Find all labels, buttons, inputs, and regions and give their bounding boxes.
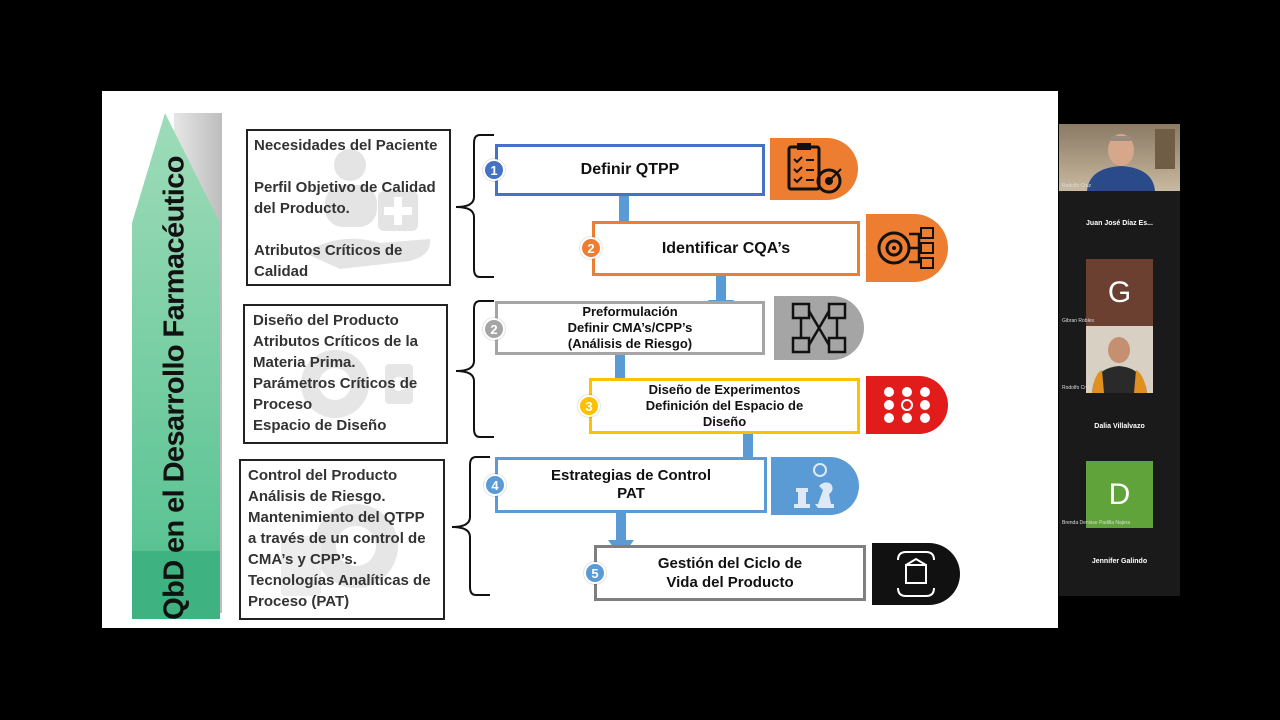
presentation-slide: QbD en el Desarrollo Farmacéutico Necesi… xyxy=(102,91,1058,628)
step-number-5: 4 xyxy=(484,474,506,496)
participant-video-tile[interactable]: Rodolfo Cruz xyxy=(1059,124,1180,191)
participant-label: Rodolfo Cruz xyxy=(1062,183,1092,189)
step-label: (Análisis de Riesgo) xyxy=(567,336,693,351)
step-label: Identificar CQA’s xyxy=(661,239,791,257)
icon-tab-4 xyxy=(866,376,948,434)
info-line: Control del Producto xyxy=(248,467,398,484)
step-number-2: 2 xyxy=(580,237,602,259)
info-line: Necesidades del Paciente xyxy=(254,137,438,154)
step-label: Estrategias de Control xyxy=(550,467,712,484)
step-label: Diseño de Experimentos xyxy=(648,382,801,397)
info-line: Tecnologías Analíticas de xyxy=(248,572,431,589)
step-1-box: Definir QTPP xyxy=(495,144,765,196)
participant-avatar: G xyxy=(1086,259,1153,326)
process-flow-icon xyxy=(791,302,847,354)
step-number-4: 3 xyxy=(578,395,600,417)
participant-label: Rodolfo Cruz xyxy=(1062,385,1092,391)
info-line: Calidad xyxy=(254,263,309,280)
icon-tab-2 xyxy=(866,214,948,282)
info-line: Perfil Objetivo de Calidad xyxy=(254,179,436,196)
step-label: Definición del Espacio de xyxy=(645,398,804,413)
banner-title: QbD en el Desarrollo Farmacéutico xyxy=(140,153,210,623)
chess-strategy-icon xyxy=(794,463,834,508)
participant-name: Dalia Villalvazo xyxy=(1094,423,1145,430)
participant-tile[interactable]: D Brenda Denisse Padilla Najera xyxy=(1059,461,1180,528)
step-3-box: Preformulación Definir CMA’s/CPP’s (Anál… xyxy=(495,301,765,355)
lifecycle-box-icon xyxy=(897,551,935,597)
step-5-box: Estrategias de Control PAT xyxy=(495,457,767,513)
participant-video-tile[interactable]: Rodolfo Cruz xyxy=(1059,326,1180,393)
participant-video xyxy=(1086,326,1153,393)
info-line: Análisis de Riesgo. xyxy=(248,488,386,505)
info-line: Atributos Críticos de la xyxy=(253,333,419,350)
banner-title-text: QbD en el Desarrollo Farmacéutico xyxy=(158,156,191,620)
participant-label: Brenda Denisse Padilla Najera xyxy=(1062,520,1131,526)
participant-tile[interactable]: Dalia Villalvazo xyxy=(1059,393,1180,461)
participant-avatar: D xyxy=(1086,461,1153,528)
participant-name: Jennifer Galindo xyxy=(1091,558,1148,565)
step-label: Vida del Producto xyxy=(666,574,794,591)
patient-care-ghost-icon xyxy=(305,149,431,269)
target-list-icon xyxy=(877,227,934,269)
participant-tile[interactable]: Jennifer Galindo xyxy=(1059,528,1180,596)
icon-tab-6 xyxy=(872,543,960,605)
info-line: Mantenimiento del QTPP xyxy=(248,509,425,526)
step-label: Definir CMA’s/CPP’s xyxy=(567,320,693,335)
step-4-box: Diseño de Experimentos Definición del Es… xyxy=(589,378,860,434)
info-line: Proceso xyxy=(253,396,313,413)
icon-tab-1 xyxy=(770,138,858,200)
participant-tile[interactable]: Juan José Díaz Es... xyxy=(1059,191,1180,259)
step-number-6: 5 xyxy=(584,562,606,584)
dot-grid-icon xyxy=(884,387,930,423)
icon-tab-3 xyxy=(774,296,864,360)
info-line: a través de un control de xyxy=(248,530,426,547)
info-line: Atributos Críticos de xyxy=(254,242,403,259)
participants-panel: Rodolfo Cruz Juan José Díaz Es... G Gibr… xyxy=(1059,124,1180,596)
step-label: PAT xyxy=(617,485,645,502)
step-number-3: 2 xyxy=(483,318,505,340)
participant-tile[interactable]: G Gibran Robles xyxy=(1059,259,1180,326)
participant-video xyxy=(1087,129,1175,191)
bracket-2 xyxy=(455,300,494,438)
info-line: Espacio de Diseño xyxy=(253,417,387,434)
icon-tab-5 xyxy=(771,457,859,515)
product-control-ghost-icon xyxy=(281,504,398,596)
step-label: Preformulación xyxy=(582,304,678,319)
info-line: Proceso (PAT) xyxy=(248,593,350,610)
banner-arrow xyxy=(132,113,220,619)
checklist-target-icon xyxy=(787,143,842,194)
info-spacer xyxy=(254,156,443,177)
step-number-1: 1 xyxy=(483,159,505,181)
bracket-3 xyxy=(451,456,490,596)
info-line: CMA’s y CPP’s. xyxy=(248,551,357,568)
product-design-ghost-icon xyxy=(301,350,413,418)
info-line: Parámetros Críticos de xyxy=(253,375,418,392)
step-2-box: Identificar CQA’s xyxy=(592,221,860,276)
info-box-patient-needs: Necesidades del Paciente Perfil Objetivo… xyxy=(246,129,451,286)
step-6-box: Gestión del Ciclo de Vida del Producto xyxy=(594,545,866,601)
info-spacer xyxy=(254,219,443,240)
info-line: Materia Prima. xyxy=(253,354,356,371)
bracket-1 xyxy=(455,134,494,278)
participant-label: Gibran Robles xyxy=(1062,318,1094,324)
step-label: Diseño xyxy=(702,414,747,429)
info-box-product-control: Control del Producto Análisis de Riesgo.… xyxy=(239,459,445,620)
info-line: Diseño del Producto xyxy=(253,312,399,329)
step-label: Gestión del Ciclo de xyxy=(657,555,803,572)
info-box-product-design: Diseño del Producto Atributos Críticos d… xyxy=(243,304,448,444)
step-label: Definir QTPP xyxy=(580,161,680,178)
info-line: del Producto. xyxy=(254,200,350,217)
participant-name: Juan José Díaz Es... xyxy=(1086,220,1153,227)
